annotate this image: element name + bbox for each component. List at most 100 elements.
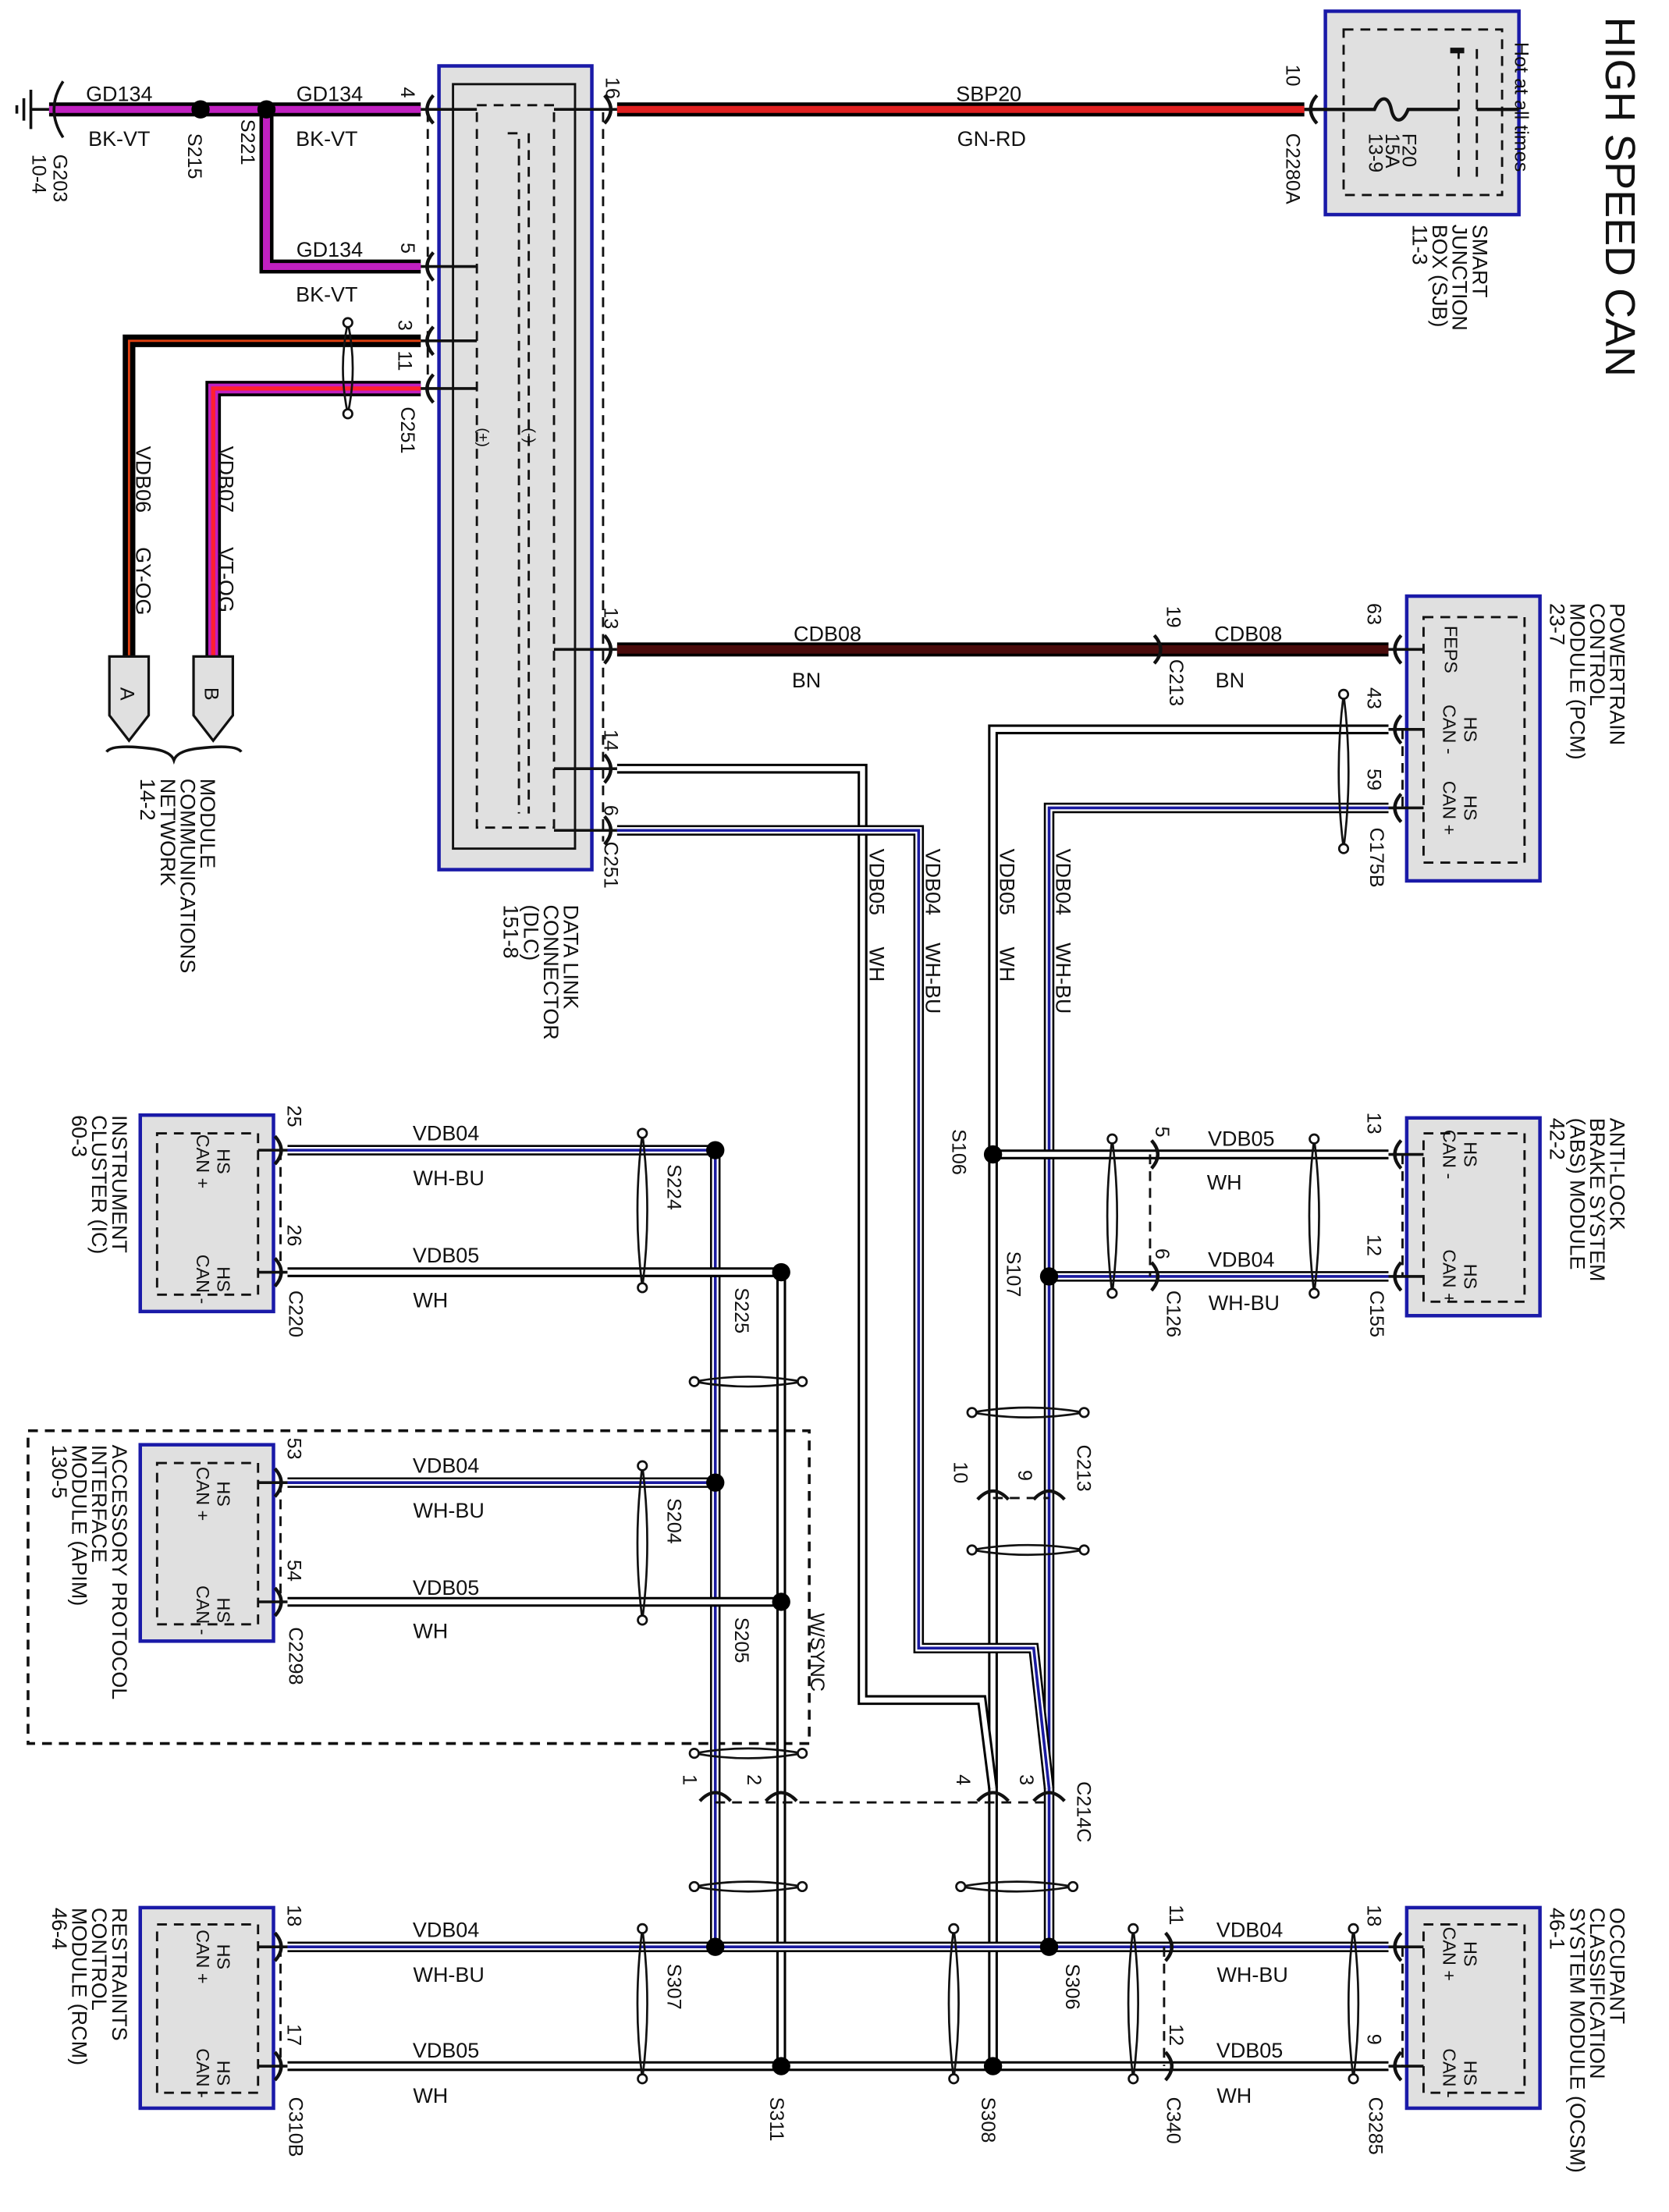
wire-circuit-label: VDB04	[413, 1919, 479, 1942]
sjb-name: SMARTJUNCTIONBOX (SJB)11-3	[1408, 225, 1492, 331]
twisted-pair-marker	[947, 1923, 960, 2085]
connector-a-letter: A	[116, 687, 138, 701]
rcm-hs-can-plus-line: CAN +	[193, 1930, 213, 1983]
mcn-connector-b	[192, 655, 234, 743]
wire-vdb06	[123, 334, 421, 657]
ocsm-name-line: 46-1	[1546, 1908, 1569, 1950]
apim-hs-can-plus-line: HS	[214, 1481, 234, 1506]
ground-icon	[15, 80, 65, 139]
wire-circuit-label: VDB04	[1208, 1248, 1274, 1271]
page-title: HIGH SPEED CAN	[1596, 17, 1643, 377]
dlc-name-line: (DLC)	[519, 905, 542, 961]
wire-circuit-label: VDB05	[413, 1244, 479, 1267]
pin-number: 16	[602, 77, 623, 99]
fuse-f20-label: F2015A13-9	[1365, 133, 1420, 172]
pcm-name-line: 23-7	[1546, 603, 1569, 645]
pin-number: 4	[952, 1774, 974, 1785]
pin-number: 12	[1165, 2024, 1187, 2046]
connector-label: C340	[1163, 2097, 1184, 2144]
wire-circuit-label: VDB05	[1208, 1127, 1274, 1151]
sjb-name-line: SMART	[1468, 225, 1491, 298]
connector-label: C251	[600, 842, 622, 889]
abs-name-line: (ABS) MODULE	[1565, 1118, 1589, 1270]
twisted-pair-marker	[966, 1543, 1090, 1557]
apim-name-line: INTERFACE	[87, 1445, 111, 1563]
wire-vdb04-dlc-layer	[616, 829, 1051, 1789]
apim-name-line: 130-5	[48, 1445, 71, 1499]
wire-color-label: WH	[865, 946, 888, 982]
wire-circuit-label: VDB04	[413, 1122, 479, 1145]
ocsm-hs-can-plus-line: CAN +	[1440, 1926, 1460, 1980]
splice-s306-dot	[1039, 1937, 1059, 1956]
pcm-name: POWERTRAINCONTROLMODULE (PCM)23-7	[1546, 603, 1629, 760]
twisted-pair-marker	[636, 1460, 648, 1626]
ic-name-line: 60-3	[68, 1115, 91, 1157]
ic-name: INSTRUMENTCLUSTER (IC)60-3	[68, 1115, 131, 1254]
abs-name-line: BRAKE SYSTEM	[1586, 1118, 1609, 1282]
connector-marks	[15, 80, 1424, 2085]
pin-arrow-c214c-1	[698, 1791, 733, 1802]
wire-vdb04-dlc-layer	[616, 825, 1055, 1789]
ocsm-hs-can-minus: HSCAN -	[1440, 2048, 1481, 2098]
twisted-pair-marker	[636, 1923, 648, 2085]
wire-color-label: WH-BU	[1209, 1291, 1280, 1315]
connector-label: C310B	[284, 2097, 306, 2157]
instrument-cluster	[138, 1113, 275, 1314]
fuse-f20-label-line: 13-9	[1365, 133, 1387, 172]
connector-label: C126	[1163, 1291, 1184, 1337]
wire-circuit-label: SBP20	[956, 82, 1021, 105]
connector-label: C3285	[1364, 2097, 1386, 2155]
sjb-name-line: JUNCTION	[1448, 225, 1472, 331]
pin-number: 11	[1165, 1905, 1187, 1925]
abs-hs-can-minus-line: CAN -	[1440, 1130, 1460, 1180]
pin-number: 18	[282, 1905, 304, 1926]
pin-arrow-c214c-3	[1032, 1791, 1066, 1802]
splice-label-s224: S224	[663, 1164, 685, 1210]
wire-vdb07-layer	[208, 383, 421, 657]
wire-color-label: GN-RD	[957, 127, 1026, 151]
twisted-pair-marker	[955, 1880, 1079, 1893]
pin-number: 9	[1363, 2034, 1385, 2045]
wire-vdb07-layer	[211, 386, 421, 657]
pin-arrow-c214c-4	[976, 1791, 1010, 1802]
wire-color-label: WH-BU	[414, 1963, 485, 1987]
splice-label-s215: S215	[183, 133, 205, 179]
pin-number: 5	[1151, 1127, 1173, 1138]
ocsm-module	[1404, 1905, 1542, 2111]
twisted-pair-marker	[1127, 1923, 1140, 2085]
pin-number: 43	[1363, 687, 1385, 709]
wire-color-label: WH	[413, 2084, 448, 2107]
ic-hs-can-minus: HSCAN -	[193, 1255, 234, 1305]
abs-hs-can-minus-line: HS	[1461, 1142, 1481, 1166]
pin-number: 17	[282, 2024, 304, 2046]
rcm-hs-can-plus-line: HS	[214, 1944, 234, 1969]
smart-junction-box	[1304, 9, 1521, 217]
pin-number: 14	[600, 730, 622, 751]
splice-label-s308: S308	[977, 2097, 999, 2143]
connector-label: C155	[1365, 1291, 1387, 1337]
splice-label-s106: S106	[947, 1129, 969, 1175]
pin-arrow-c213-10	[976, 1489, 1010, 1501]
dlc-name: DATA LINKCONNECTOR(DLC)151-8	[499, 905, 583, 1040]
wire-circuit-label: GD134	[86, 82, 152, 105]
ocsm-hs-can-plus: HSCAN +	[1440, 1926, 1481, 1980]
apim-name-line: MODULE (APIM)	[68, 1445, 91, 1607]
connector-label: C251	[396, 407, 418, 453]
wire-color-label: WH-BU	[1052, 943, 1075, 1014]
connector-label: C175B	[1365, 828, 1387, 888]
abs-hs-can-plus: HSCAN +	[1440, 1249, 1481, 1303]
apim-hs-can-minus-line: CAN -	[193, 1585, 213, 1635]
pcm-hs-can-plus-line: CAN +	[1440, 781, 1460, 835]
wire-vdb05-pcm-layer	[990, 726, 1389, 2067]
rcm-name-line: MODULE (RCM)	[68, 1908, 91, 2065]
dlc-name-line: 151-8	[499, 905, 523, 959]
apim-hs-can-plus: HSCAN +	[193, 1467, 234, 1521]
mcn-name-line: MODULE	[196, 779, 219, 868]
pcm-hs-can-minus-line: HS	[1461, 717, 1481, 742]
rcm-name-line: 46-4	[48, 1908, 71, 1950]
splice-label-s307: S307	[663, 1964, 685, 2010]
wire-color-label: BK-VT	[296, 283, 357, 307]
twisted-pair-marker	[342, 317, 354, 420]
